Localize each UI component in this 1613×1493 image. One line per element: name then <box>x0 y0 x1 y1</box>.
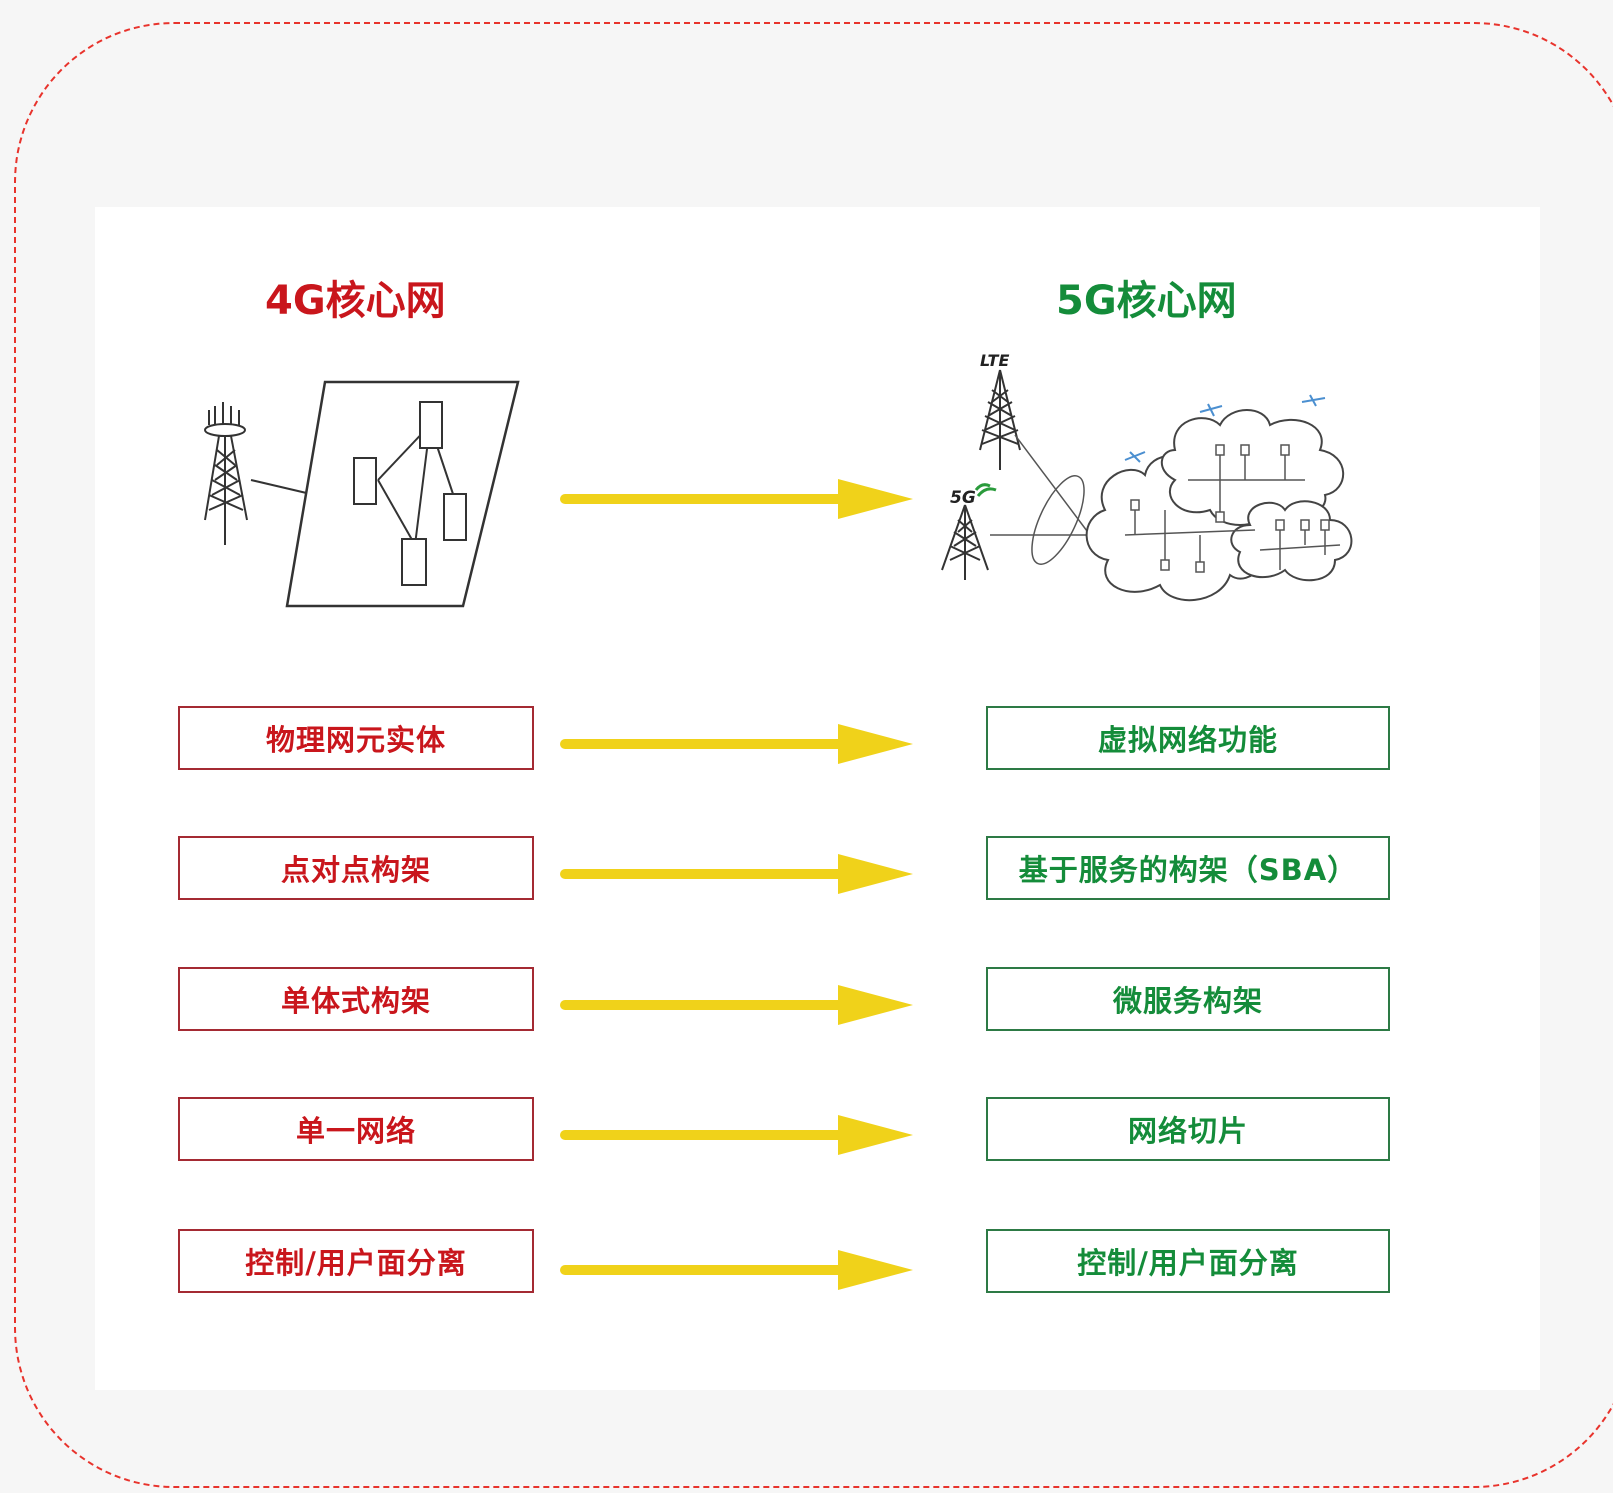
cloud-nodes <box>1130 444 1330 573</box>
5g-tower-icon <box>941 504 989 580</box>
arrow-row-1 <box>560 724 913 764</box>
4g-feature-physical-entity: 物理网元实体 <box>178 706 534 770</box>
5g-label: 5G <box>950 488 976 508</box>
air-links <box>990 434 1091 565</box>
5g-feature-cups: 控制/用户面分离 <box>986 1229 1390 1293</box>
title-5g-core: 5G核心网 <box>1056 278 1237 324</box>
4g-network-illustration <box>204 380 520 608</box>
5g-feature-network-slicing: 网络切片 <box>986 1097 1390 1161</box>
arrow-row-5 <box>560 1250 913 1290</box>
cloud-bus-lines <box>1124 450 1341 570</box>
arrow-row-4 <box>560 1115 913 1155</box>
cloud-network-icon <box>1085 409 1353 602</box>
4g-feature-single-network: 单一网络 <box>178 1097 534 1161</box>
network-nodes <box>353 401 467 586</box>
5g-feature-vnf: 虚拟网络功能 <box>986 706 1390 770</box>
5g-feature-sba: 基于服务的构架（SBA） <box>986 836 1390 900</box>
4g-feature-cups: 控制/用户面分离 <box>178 1229 534 1293</box>
arrow-architecture-overview <box>560 479 913 519</box>
5g-network-illustration: LTE 5G <box>941 351 1353 602</box>
antenna-icons <box>1124 394 1326 463</box>
core-network-plane <box>285 380 520 608</box>
arrow-row-2 <box>560 854 913 894</box>
lte-tower-icon <box>979 369 1021 470</box>
dashed-frame <box>14 22 1613 1488</box>
4g-feature-p2p-architecture: 点对点构架 <box>178 836 534 900</box>
lte-label: LTE <box>980 351 1009 370</box>
4g-feature-monolithic-architecture: 单体式构架 <box>178 967 534 1031</box>
5g-signal-icon <box>974 483 997 497</box>
title-4g-core: 4G核心网 <box>265 278 446 324</box>
5g-feature-microservices: 微服务构架 <box>986 967 1390 1031</box>
cell-tower-icon <box>204 402 248 545</box>
arrow-row-3 <box>560 985 913 1025</box>
backhaul-link <box>250 479 316 496</box>
